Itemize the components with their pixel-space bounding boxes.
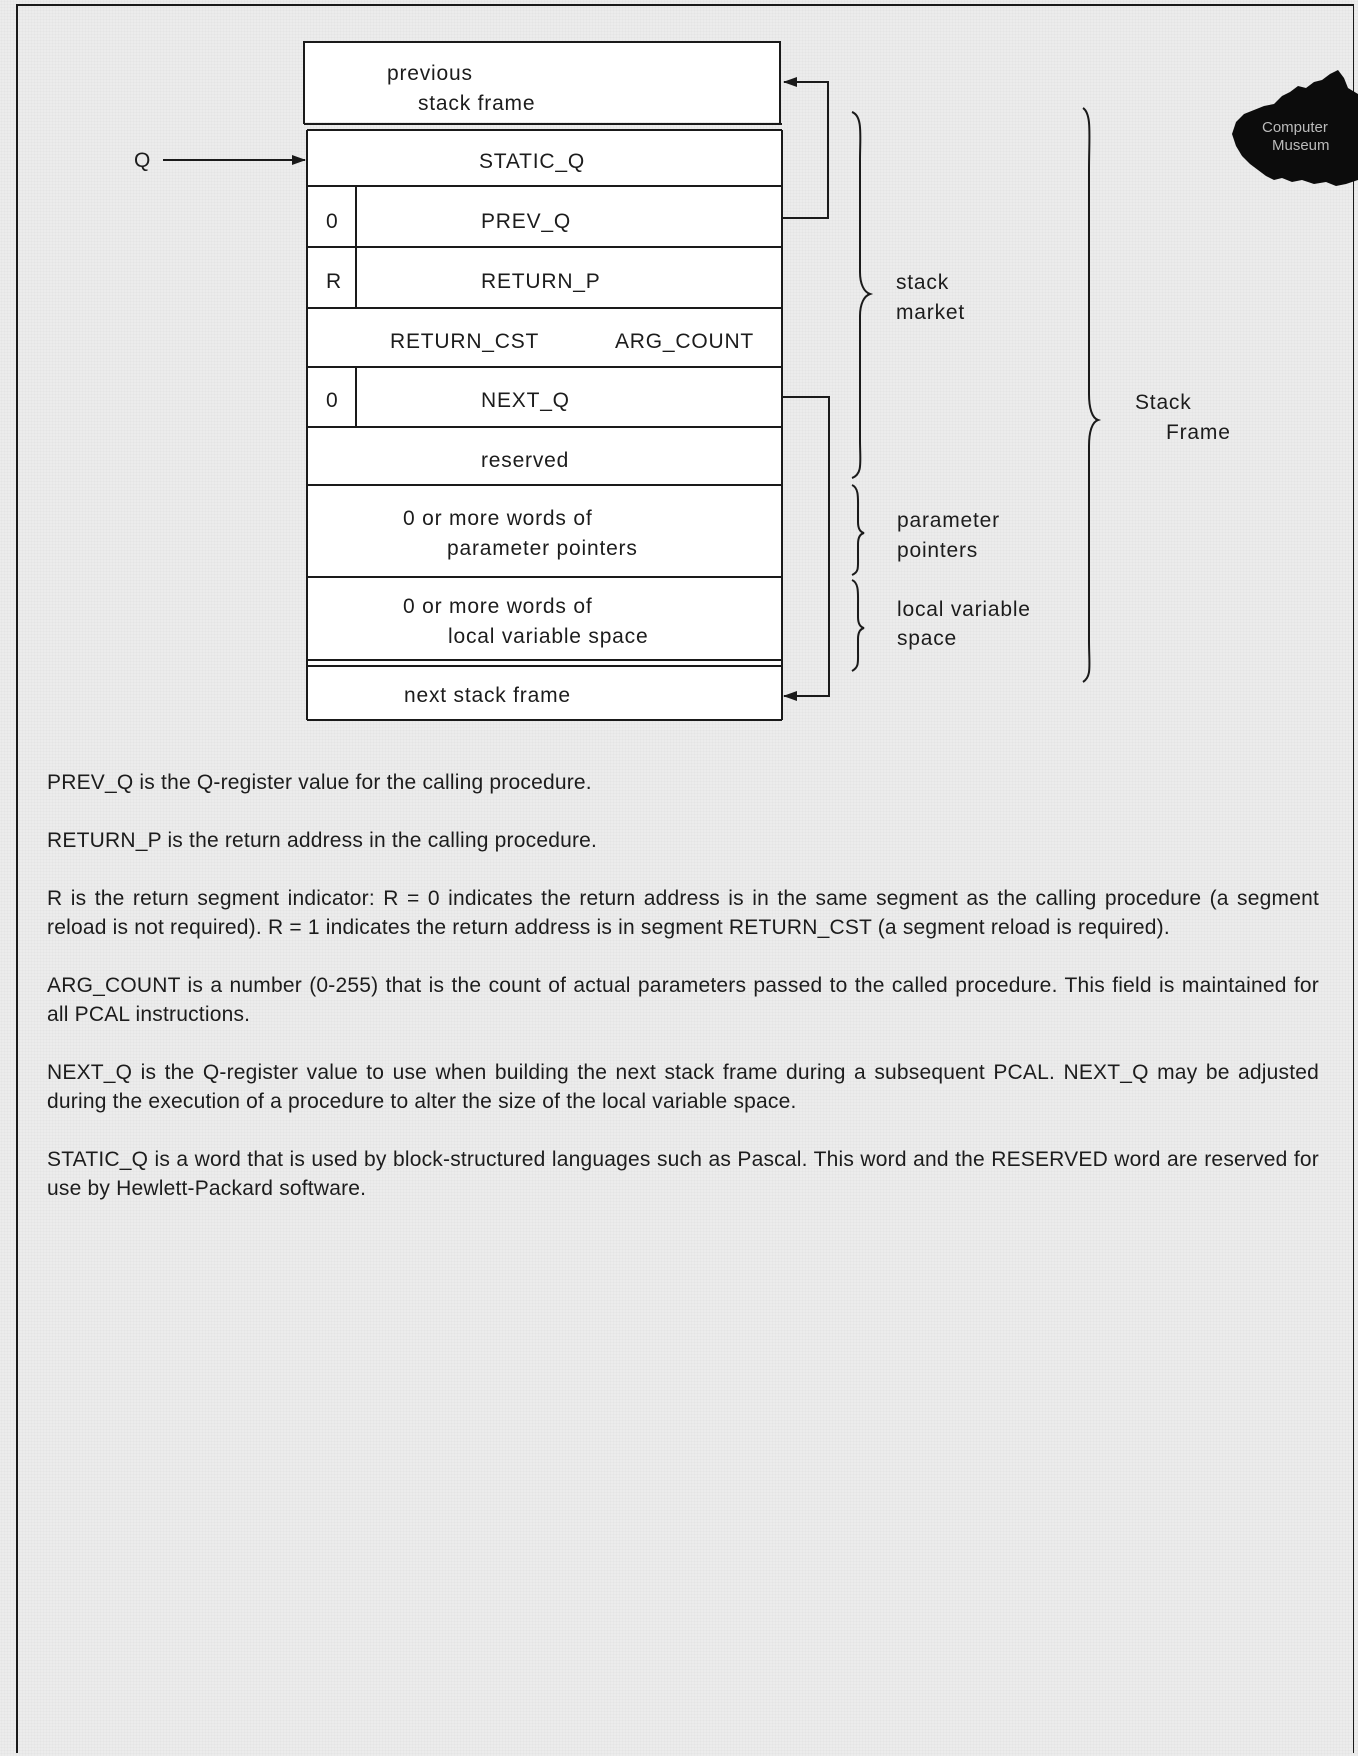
logo-line-2: Museum: [1272, 137, 1330, 154]
field-descriptions: PREV_Q is the Q-register value for the c…: [47, 768, 1319, 1232]
logo-line-1: Computer: [1262, 119, 1328, 136]
stack-marker-label-1: stack: [896, 271, 949, 294]
page-border: [16, 4, 1354, 1753]
next-stack-frame-cell: next stack frame: [404, 684, 571, 707]
param-pointers-line-1: 0 or more words of: [403, 507, 592, 530]
return-p-cell: RETURN_P: [481, 270, 601, 293]
computer-museum-logo: Computer Museum: [1232, 70, 1358, 186]
note-next-q: NEXT_Q is the Q-register value to use wh…: [47, 1061, 1319, 1113]
params-brace: [851, 484, 865, 576]
stack-frame-brace: [1082, 107, 1102, 683]
locals-label-2: space: [897, 627, 957, 650]
stack-frame-label-2: Frame: [1166, 421, 1231, 444]
params-label-2: pointers: [897, 539, 978, 562]
return-p-flag: R: [326, 270, 342, 293]
stack-frame-label-1: Stack: [1135, 391, 1192, 414]
note-return-segment: R is the return segment indicator: R = 0…: [47, 887, 1319, 939]
prev-q-cell: PREV_Q: [481, 210, 571, 233]
next-q-flag: 0: [326, 389, 338, 412]
reserved-cell: reserved: [481, 449, 569, 472]
prev-q-link-arrow: [782, 77, 829, 219]
local-space-line-2: local variable space: [448, 625, 648, 648]
note-return-p: RETURN_P is the return address in the ca…: [47, 829, 598, 852]
local-space-line-1: 0 or more words of: [403, 595, 592, 618]
previous-frame-label-1: previous: [387, 62, 473, 85]
note-prev-q: PREV_Q is the Q-register value for the c…: [47, 771, 592, 794]
note-arg-count: ARG_COUNT is a number (0-255) that is th…: [47, 974, 1319, 1026]
previous-frame-label-2: stack frame: [418, 92, 535, 115]
return-cst-cell: RETURN_CST: [390, 330, 539, 353]
stack-marker-label-2: market: [896, 301, 965, 324]
stack-frame-diagram: Q previous stack frame STATIC_Q 0 PREV_Q…: [134, 41, 1231, 721]
static-q-cell: STATIC_Q: [479, 150, 585, 173]
param-pointers-line-2: parameter pointers: [447, 537, 638, 560]
locals-brace: [851, 579, 865, 672]
next-q-cell: NEXT_Q: [481, 389, 570, 412]
q-pointer-label: Q: [134, 149, 151, 172]
next-q-link-arrow: [782, 396, 830, 701]
stack-marker-brace: [851, 111, 874, 479]
prev-q-flag: 0: [326, 210, 338, 233]
arg-count-cell: ARG_COUNT: [615, 330, 754, 353]
params-label-1: parameter: [897, 509, 1000, 532]
locals-label-1: local variable: [897, 598, 1031, 621]
note-static-q: STATIC_Q is a word that is used by block…: [47, 1148, 1319, 1200]
